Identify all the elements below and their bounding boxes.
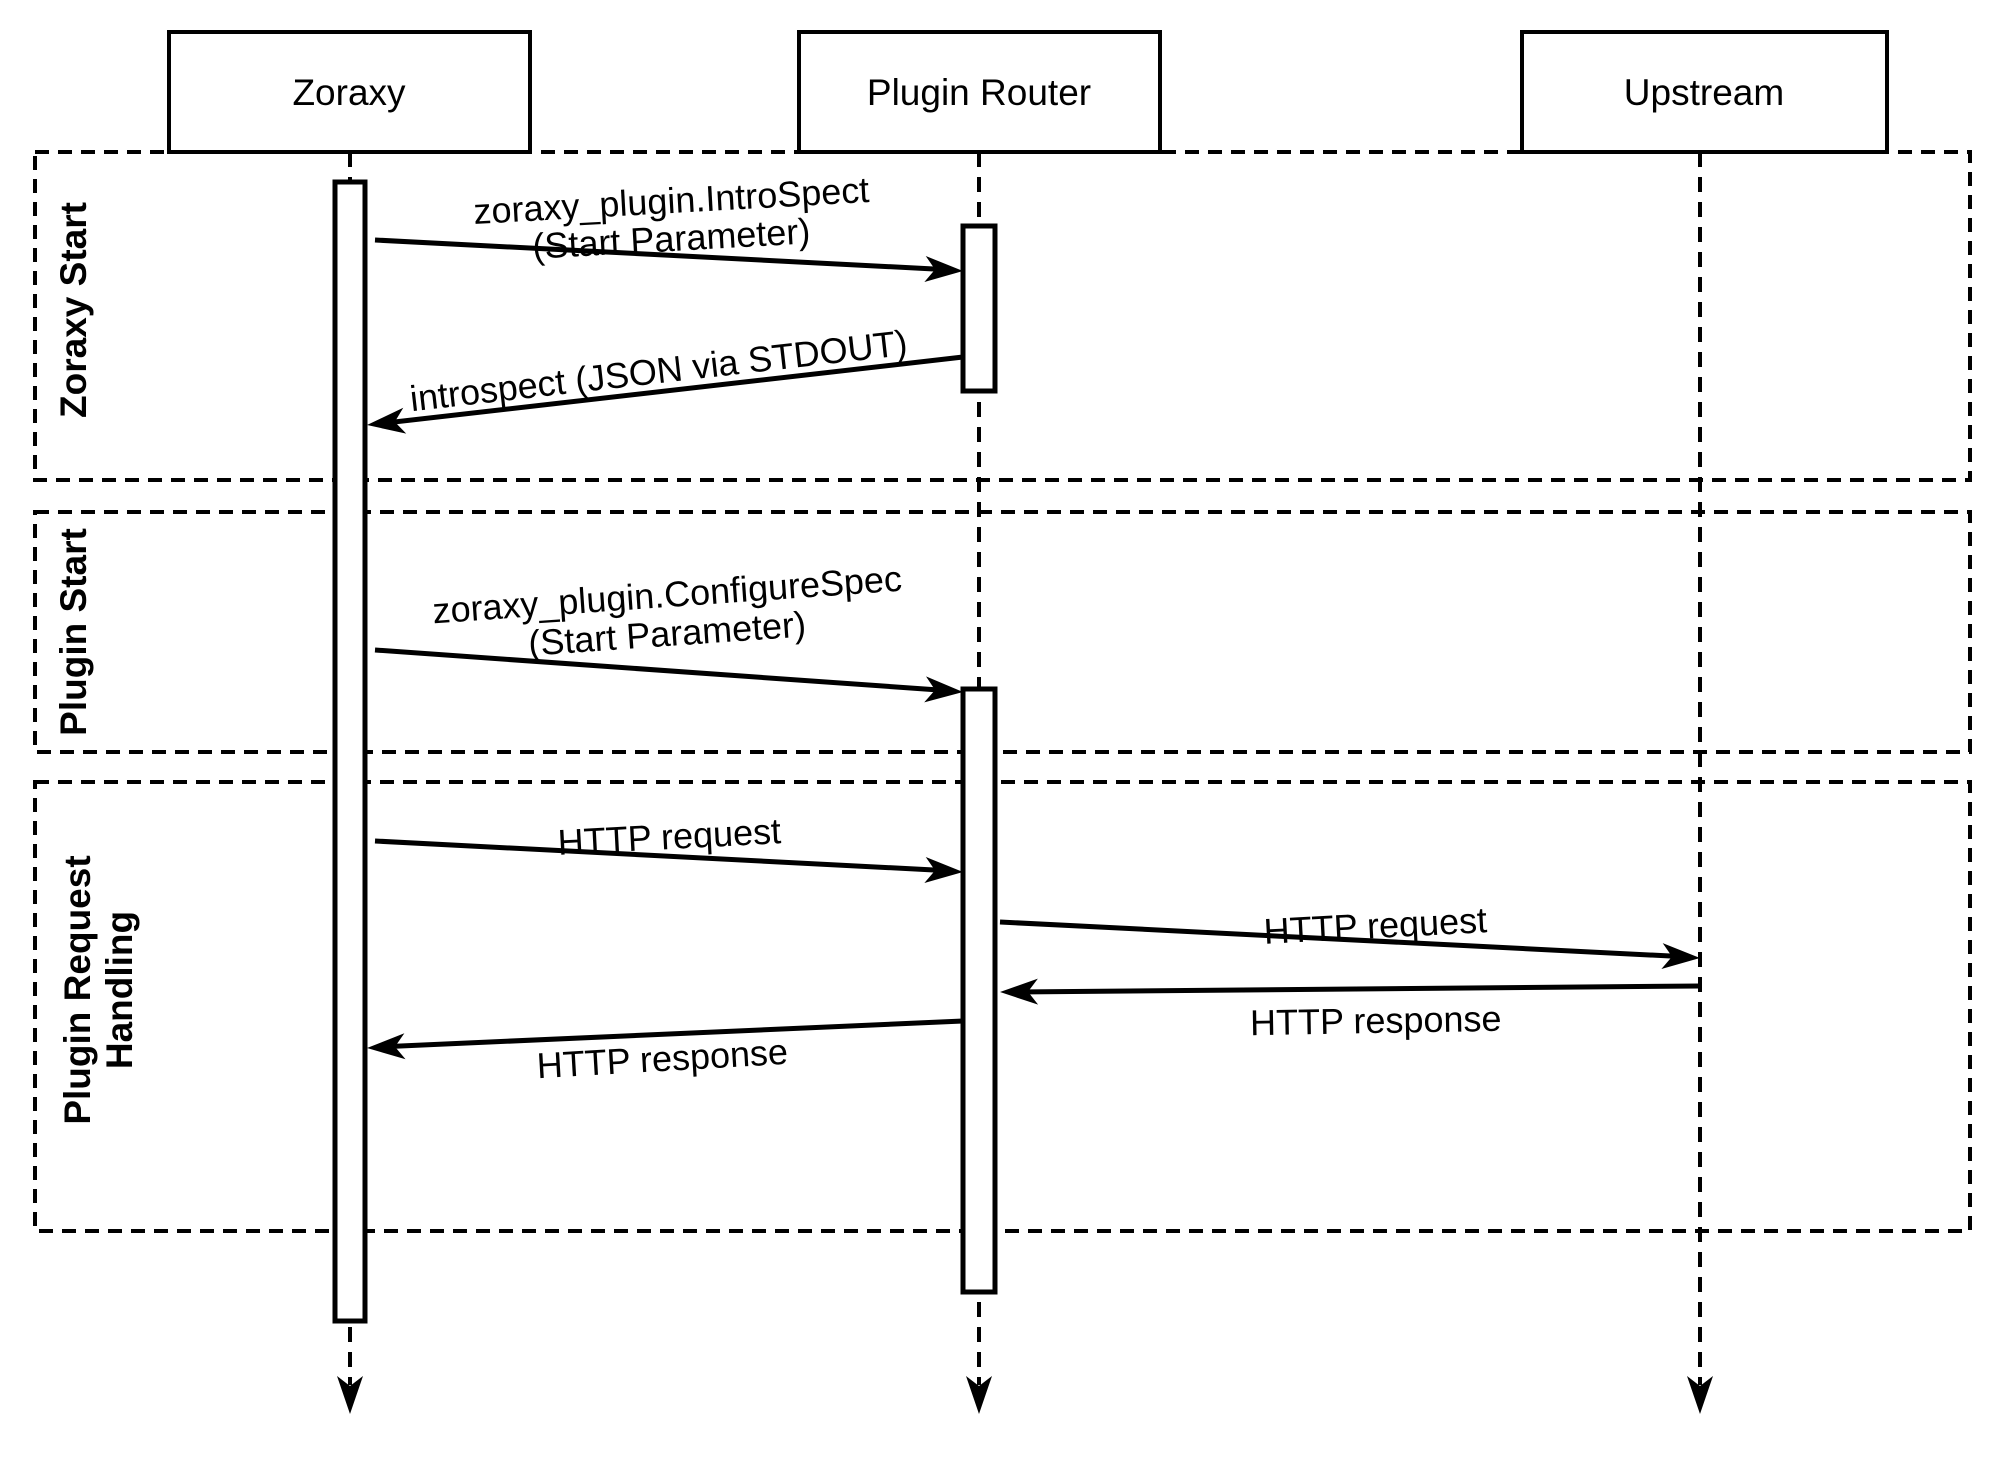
message-line [374, 237, 954, 273]
message-line [374, 838, 954, 874]
actor-box-upstream [1520, 30, 1889, 154]
arrowhead-icon [924, 857, 963, 883]
actor-headers: Zoraxy Plugin Router Upstream [167, 30, 1889, 154]
activation-bars [332, 179, 998, 1324]
message-http-response-from-upstream: HTTP response [1000, 978, 1701, 1043]
section-label-plugin-request-line1: Plugin Request [57, 855, 98, 1124]
section-box-plugin-request-handling [33, 780, 1972, 1233]
section-label-plugin-request-line2: Handling [99, 911, 140, 1069]
lifeline-end-arrowhead-icon [1687, 1376, 1713, 1414]
message-line [376, 1018, 964, 1050]
arrowhead-icon [1661, 943, 1700, 970]
message-line [999, 919, 1691, 960]
message-http-request-to-plugin: HTTP request [374, 810, 963, 883]
arrowhead-icon [924, 676, 963, 703]
activation-bar-zoraxy [332, 179, 368, 1324]
arrowhead-icon [1000, 978, 1039, 1005]
lifeline-end-arrows [337, 1376, 1713, 1414]
message-configurespec-call: zoraxy_plugin.ConfigureSpec (Start Param… [374, 558, 963, 703]
actor-label-upstream: Upstream [1624, 72, 1784, 113]
message-http-request-to-upstream: HTTP request [999, 899, 1700, 970]
message-line [374, 647, 954, 694]
arrowhead-icon [367, 1033, 406, 1060]
section-frames [33, 150, 1972, 1233]
message-introspect-call: zoraxy_plugin.IntroSpect (Start Paramete… [374, 169, 963, 282]
lifeline-end-arrowhead-icon [966, 1376, 992, 1414]
section-label-plugin-start: Plugin Start [53, 528, 94, 736]
actor-box-zoraxy [167, 30, 532, 154]
activation-bar-plugin-router-2 [960, 686, 998, 1295]
lifeline-end-arrowhead-icon [337, 1376, 363, 1414]
actor-label-zoraxy: Zoraxy [292, 72, 406, 113]
arrowhead-icon [367, 407, 407, 434]
section-label-zoraxy-start: Zoraxy Start [53, 202, 94, 418]
arrowhead-icon [924, 256, 963, 282]
message-line [1009, 983, 1701, 995]
actor-label-plugin-router: Plugin Router [867, 72, 1091, 113]
lifelines [348, 152, 1702, 1385]
message-http-response-to-zoraxy: HTTP response [367, 1018, 964, 1086]
activation-bar-plugin-router-1 [960, 223, 998, 394]
actor-box-plugin-router [797, 30, 1162, 154]
message-line [376, 354, 964, 427]
message-label: HTTP request [557, 810, 782, 863]
message-label: introspect (JSON via STDOUT) [408, 322, 910, 419]
message-introspect-reply: introspect (JSON via STDOUT) [367, 322, 964, 434]
message-label: HTTP response [1250, 998, 1502, 1043]
section-box-zoraxy-start [33, 150, 1972, 482]
section-box-plugin-start [33, 510, 1972, 754]
